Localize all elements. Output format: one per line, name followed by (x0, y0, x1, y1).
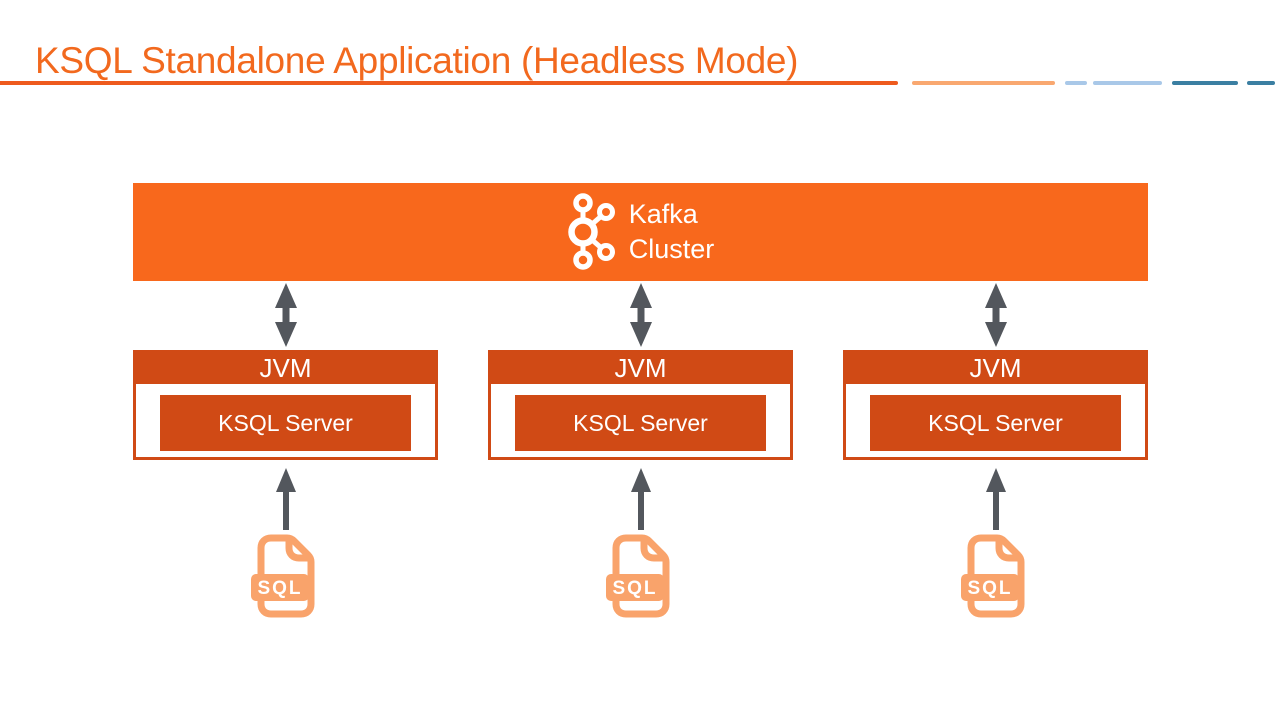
jvm-box: JVM KSQL Server (133, 350, 438, 460)
bidirectional-arrow (275, 283, 297, 347)
kafka-cluster-label: Kafka Cluster (629, 197, 715, 267)
sql-file-label: SQL (612, 578, 657, 599)
deco-segment (912, 81, 1055, 85)
up-arrow (276, 468, 296, 530)
title-underline (0, 81, 898, 85)
kafka-logo-icon (567, 193, 615, 270)
kafka-label-line1: Kafka (628, 199, 698, 229)
deco-segment (1065, 81, 1087, 85)
sql-file-icon: SQL (961, 534, 1025, 618)
sql-file-label: SQL (257, 578, 302, 599)
kafka-label-line2: Cluster (628, 234, 715, 264)
bidirectional-arrow (985, 283, 1007, 347)
deco-segment (1093, 81, 1162, 85)
ksql-server-box: KSQL Server (160, 395, 411, 451)
up-arrow (631, 468, 651, 530)
kafka-cluster-banner: Kafka Cluster (133, 183, 1148, 281)
jvm-header-label: JVM (846, 353, 1145, 384)
jvm-header-label: JVM (136, 353, 435, 384)
bidirectional-arrow (630, 283, 652, 347)
sql-file-icon: SQL (606, 534, 670, 618)
sql-file-icon: SQL (251, 534, 315, 618)
jvm-box: JVM KSQL Server (843, 350, 1148, 460)
up-arrow (986, 468, 1006, 530)
sql-file-label: SQL (967, 578, 1012, 599)
jvm-box: JVM KSQL Server (488, 350, 793, 460)
ksql-server-box: KSQL Server (515, 395, 766, 451)
ksql-server-box: KSQL Server (870, 395, 1121, 451)
jvm-header-label: JVM (491, 353, 790, 384)
page-title: KSQL Standalone Application (Headless Mo… (35, 40, 799, 81)
deco-segment (1172, 81, 1238, 85)
deco-segment (1247, 81, 1275, 85)
